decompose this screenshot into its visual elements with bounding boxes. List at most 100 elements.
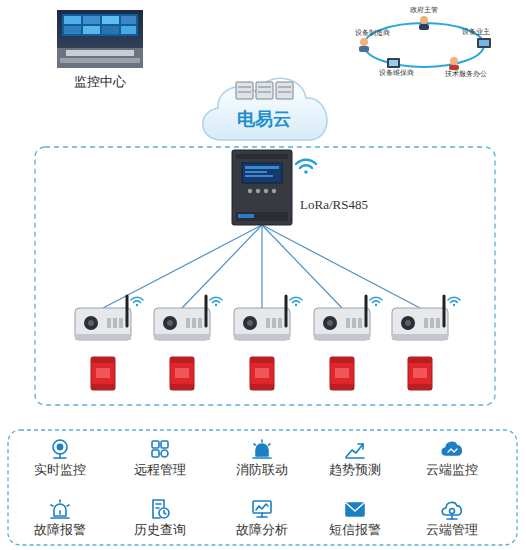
monitor-photo: [57, 48, 143, 68]
server-symbol: [238, 92, 251, 93]
stakeholder-label: 设备业主: [462, 29, 490, 37]
detector-device: [250, 357, 274, 390]
feature-icon: [346, 444, 364, 458]
feature-icon: [261, 440, 263, 442]
detector-device: [126, 296, 129, 326]
monitor-photo: [57, 10, 143, 68]
stakeholder-ring: [389, 60, 398, 66]
detector-device: [346, 318, 350, 328]
detector-device: [175, 368, 189, 378]
detector-device: [234, 308, 290, 340]
server-symbol: [256, 82, 273, 99]
feature-icon: [51, 505, 53, 506]
feature-icon: [442, 502, 461, 515]
cloud-node: 电易云: [198, 72, 330, 142]
server-symbol: [258, 87, 271, 88]
feature-icon: [156, 507, 159, 509]
feature-icon: [153, 500, 169, 518]
gateway-device: [236, 212, 288, 221]
feature-icon: [448, 449, 457, 452]
detector-device: [154, 334, 210, 340]
feature-icon: [256, 504, 268, 510]
feature-icon: [254, 444, 256, 445]
detector-device: [131, 297, 143, 300]
stakeholder-label: 设备维保商: [379, 70, 414, 78]
monitor-photo: [66, 50, 134, 56]
wifi-symbol: [300, 165, 312, 168]
detector-device: [250, 384, 274, 390]
stakeholder-ring: [359, 16, 491, 70]
gateway-device: [232, 150, 292, 225]
gateway-device: [272, 189, 276, 193]
node-label: 电易云: [198, 108, 330, 130]
gateway-device: [245, 175, 273, 177]
detector-device: [136, 304, 138, 306]
detector-device: [293, 301, 300, 303]
detector-device: [119, 318, 123, 328]
detector-device: [453, 304, 455, 306]
detector-device: [408, 357, 432, 390]
detector-device: [213, 301, 220, 303]
detector-device: [88, 320, 94, 326]
detector-device: [96, 368, 110, 378]
wire: [262, 225, 342, 308]
monitor-photo: [121, 16, 136, 24]
detector-device: [401, 316, 415, 330]
monitor-photo: [83, 26, 100, 34]
detector-device: [370, 297, 382, 306]
feature-icon: [257, 516, 267, 518]
detector-device: [451, 301, 458, 303]
stakeholder-ring: [360, 38, 368, 46]
server-symbol: [258, 92, 271, 93]
detector-device: [247, 320, 253, 326]
detector-device: [272, 318, 276, 328]
wire: [261, 225, 262, 308]
detector-device: [413, 368, 427, 378]
stakeholder-ring: [450, 57, 458, 65]
gateway-device: [245, 166, 279, 169]
detector-device: [170, 357, 194, 390]
detector-device: [186, 318, 190, 328]
feature-icon: [442, 442, 461, 455]
detector-device: [234, 296, 302, 390]
feature-icon: [54, 504, 66, 516]
feature-icon: [156, 503, 161, 505]
detector-device: [330, 384, 354, 390]
server-symbol: [256, 82, 273, 99]
detector-device: [84, 316, 98, 330]
monitor-photo: [64, 16, 81, 24]
feature-icon: [442, 502, 461, 519]
detector-device: [154, 308, 210, 340]
detector-device: [170, 357, 194, 363]
detector-device: [392, 334, 448, 340]
feature-icon: [51, 440, 461, 519]
gateway-device: [238, 214, 254, 218]
stakeholder-ring: [479, 40, 489, 46]
detector-device: [167, 320, 173, 326]
feature-icon: [51, 500, 69, 518]
detector-device: [443, 296, 446, 326]
detector-device: [314, 308, 370, 340]
detector-device: [365, 296, 368, 326]
detector-device: [75, 296, 143, 390]
detector-device: [430, 318, 434, 328]
detector-device: [192, 318, 196, 328]
feature-label: 历史查询: [134, 523, 186, 537]
detector-device: [424, 318, 428, 328]
detector-device: [170, 384, 194, 390]
server-symbol: [278, 87, 291, 88]
stakeholder-ring: [477, 38, 491, 48]
feature-icon: [159, 508, 169, 518]
detector-device: [210, 297, 222, 306]
feature-label: 短信报警: [329, 523, 381, 537]
feature-icon: [164, 511, 166, 515]
feature-icon: [346, 503, 364, 511]
gateway-device: [232, 150, 292, 225]
detector-device: [290, 297, 302, 306]
detector-device: [91, 384, 115, 390]
feature-icon: [67, 505, 69, 506]
feature-icon: [253, 501, 271, 513]
feature-icon: [346, 503, 364, 516]
feature-label: 趋势预测: [329, 463, 381, 477]
